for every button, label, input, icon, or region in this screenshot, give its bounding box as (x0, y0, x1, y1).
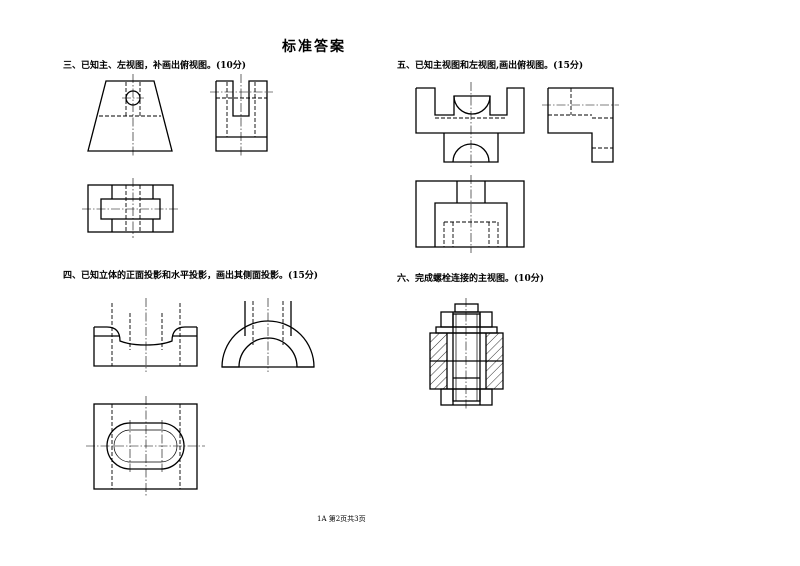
q5-left-view (542, 87, 619, 163)
page-title: 标准答案 (282, 39, 346, 55)
q3-left-view (210, 74, 273, 156)
q4-top-view (86, 396, 205, 496)
question-5-text: 五、已知主视图和左视图,画出俯视图。(15分) (397, 61, 584, 71)
q3-top-view (82, 178, 180, 238)
q5-front-view (415, 82, 525, 168)
question-3-text: 三、已知主、左视图，补画出俯视图。(10分) (63, 61, 247, 71)
q3-front-view (87, 74, 173, 156)
q6-bolt-connection (429, 298, 504, 410)
question-6-text: 六、完成螺栓连接的主视图。(10分) (397, 274, 545, 284)
q4-front-view (93, 298, 198, 372)
q5-top-view (415, 175, 525, 253)
question-4-text: 四、已知立体的正面投影和水平投影，画出其侧面投影。(15分) (63, 271, 319, 281)
page-footer: 1A 第2页共3页 (317, 515, 366, 523)
q4-side-view (221, 298, 315, 372)
